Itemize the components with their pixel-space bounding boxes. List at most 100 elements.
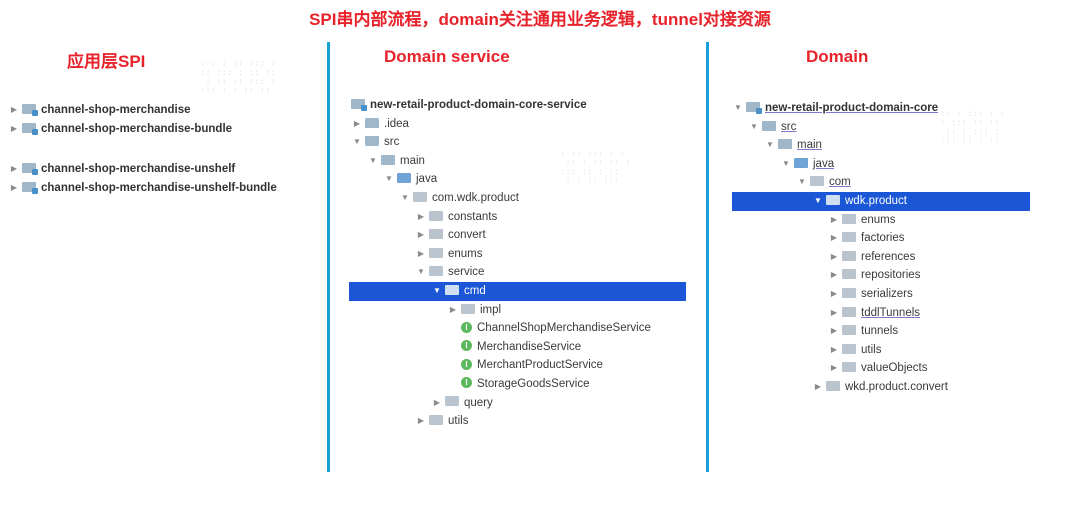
tree-item[interactable]: ▶channel-shop-merchandise-unshelf (8, 160, 318, 179)
tree-item-label: MerchantProductService (477, 359, 603, 372)
tree-item[interactable]: ▶serializers (732, 285, 1030, 304)
expand-arrow-icon[interactable]: ▶ (830, 288, 838, 298)
tree-item[interactable]: ▶wkd.product.convert (732, 378, 1030, 397)
folder-icon (762, 120, 776, 131)
tree-item[interactable]: ▼main (732, 136, 1030, 155)
tree-item[interactable]: ▶ channel-shop-merchandise (8, 101, 318, 120)
tree-item[interactable]: ▼com.wdk.product (349, 189, 686, 208)
tree-item[interactable]: ▶valueObjects (732, 359, 1030, 378)
tree-item[interactable]: ▶utils (349, 412, 686, 431)
package-icon (461, 303, 475, 314)
tree-item[interactable]: ▼java (349, 170, 686, 189)
tree-item[interactable]: ▶.idea (349, 115, 686, 134)
collapse-arrow-icon[interactable]: ▼ (353, 137, 361, 147)
tree-item-selected[interactable]: ▼ cmd (349, 281, 686, 301)
folder-icon (365, 117, 379, 128)
package-icon (810, 176, 824, 187)
expand-arrow-icon[interactable]: ▶ (830, 363, 838, 373)
package-icon (842, 232, 856, 243)
tree-item-label: cmd (464, 284, 486, 297)
package-icon (413, 191, 427, 202)
tree-item-label: convert (448, 229, 486, 242)
tree-item[interactable]: ▶impl (349, 301, 686, 320)
tree-item-label: enums (448, 247, 483, 260)
tree-item[interactable]: ▶ references (732, 248, 1030, 267)
tree-item[interactable]: ▶utils (732, 341, 1030, 360)
module-folder-icon (22, 122, 38, 135)
tree-item-label: channel-shop-merchandise-unshelf-bundle (41, 181, 277, 194)
expand-arrow-icon[interactable]: ▶ (10, 123, 18, 133)
tree-item[interactable]: ▶ enums (732, 211, 1030, 230)
collapse-arrow-icon[interactable]: ▼ (433, 285, 441, 295)
tree-item[interactable]: ▶query (349, 394, 686, 413)
package-icon (842, 306, 856, 317)
collapse-arrow-icon[interactable]: ▼ (401, 192, 409, 202)
tree-item[interactable]: ▼new-retail-product-domain-core (732, 99, 1030, 118)
tree-item-label: factories (861, 232, 905, 245)
expand-arrow-icon[interactable]: ▶ (433, 397, 441, 407)
package-icon (429, 210, 443, 221)
tree-item[interactable]: ▶ factories (732, 229, 1030, 248)
tree-item-label: enums (861, 213, 896, 226)
collapse-arrow-icon[interactable]: ▼ (782, 158, 790, 168)
expand-arrow-icon[interactable]: ▶ (417, 416, 425, 426)
tree-item[interactable]: ▼ com (732, 173, 1030, 192)
package-icon (842, 213, 856, 224)
expand-arrow-icon[interactable]: ▶ (10, 182, 18, 192)
tree-item[interactable]: ▶ convert (349, 226, 686, 245)
expand-arrow-icon[interactable]: ▶ (830, 270, 838, 280)
expand-arrow-icon[interactable]: ▶ (417, 211, 425, 221)
collapse-arrow-icon[interactable]: ▼ (750, 121, 758, 131)
expand-arrow-icon[interactable]: ▶ (830, 233, 838, 243)
tree-item[interactable]: ▶tddlTunnels (732, 304, 1030, 323)
module-folder-icon (22, 163, 38, 176)
collapse-arrow-icon[interactable]: ▼ (814, 195, 822, 205)
expand-arrow-icon[interactable]: ▶ (814, 381, 822, 391)
collapse-arrow-icon[interactable]: ▼ (385, 174, 393, 184)
collapse-arrow-icon[interactable]: ▼ (798, 177, 806, 187)
tree-item[interactable]: ▶ repositories (732, 266, 1030, 285)
module-folder-icon (22, 181, 38, 194)
tree-item-label: com (829, 176, 851, 189)
collapse-arrow-icon[interactable]: ▼ (417, 267, 425, 277)
tree-item[interactable]: ▼ src (732, 118, 1030, 137)
expand-arrow-icon[interactable]: ▶ (417, 248, 425, 258)
tree-item[interactable]: ▶tunnels (732, 322, 1030, 341)
folder-icon (381, 154, 395, 165)
tree-item-label: java (813, 157, 835, 170)
expand-arrow-icon[interactable]: ▶ (10, 164, 18, 174)
collapse-arrow-icon[interactable]: ▼ (369, 155, 377, 165)
tree-item-label: MerchandiseService (477, 340, 582, 353)
tree-item[interactable]: new-retail-product-domain-core-service (349, 96, 686, 115)
tree-item[interactable]: ▼service (349, 263, 686, 282)
expand-arrow-icon[interactable]: ▶ (10, 105, 18, 114)
page-title: SPI串内部流程，domain关注通用业务逻辑，tunnel对接资源 (309, 10, 771, 29)
tree-item-label: src (781, 120, 797, 133)
tree-item[interactable]: ▶constants (349, 208, 686, 227)
expand-arrow-icon[interactable]: ▶ (830, 326, 838, 336)
expand-arrow-icon[interactable]: ▶ (449, 304, 457, 314)
expand-arrow-icon[interactable]: ▶ (353, 118, 361, 128)
expand-arrow-icon[interactable]: ▶ (830, 251, 838, 261)
expand-arrow-icon[interactable]: ▶ (830, 214, 838, 224)
tree-item-label: references (861, 250, 916, 263)
tree-item[interactable]: ▶ channel-shop-merchandise-unshelf-bundle (8, 179, 318, 198)
expand-arrow-icon[interactable]: ▶ (417, 230, 425, 240)
expand-arrow-icon[interactable]: ▶ (830, 307, 838, 317)
tree-item[interactable]: ▼src (349, 133, 686, 152)
tree-item-label: repositories (861, 269, 921, 282)
tree-item[interactable]: ▶channel-shop-merchandise-bundle (8, 120, 318, 139)
tree-item-selected[interactable]: ▼wdk.product (732, 191, 1030, 211)
tree-item[interactable]: ▼main (349, 152, 686, 171)
collapse-arrow-icon[interactable]: ▼ (766, 140, 774, 150)
collapse-arrow-icon[interactable]: ▼ (734, 103, 742, 112)
tree-item[interactable]: ▼ java (732, 155, 1030, 174)
tree-item-label: channel-shop-merchandise (41, 104, 191, 116)
tree-item[interactable]: ▶ enums (349, 245, 686, 264)
expand-arrow-icon[interactable]: ▶ (830, 344, 838, 354)
tree-item-label: new-retail-product-domain-core-service (370, 99, 587, 111)
